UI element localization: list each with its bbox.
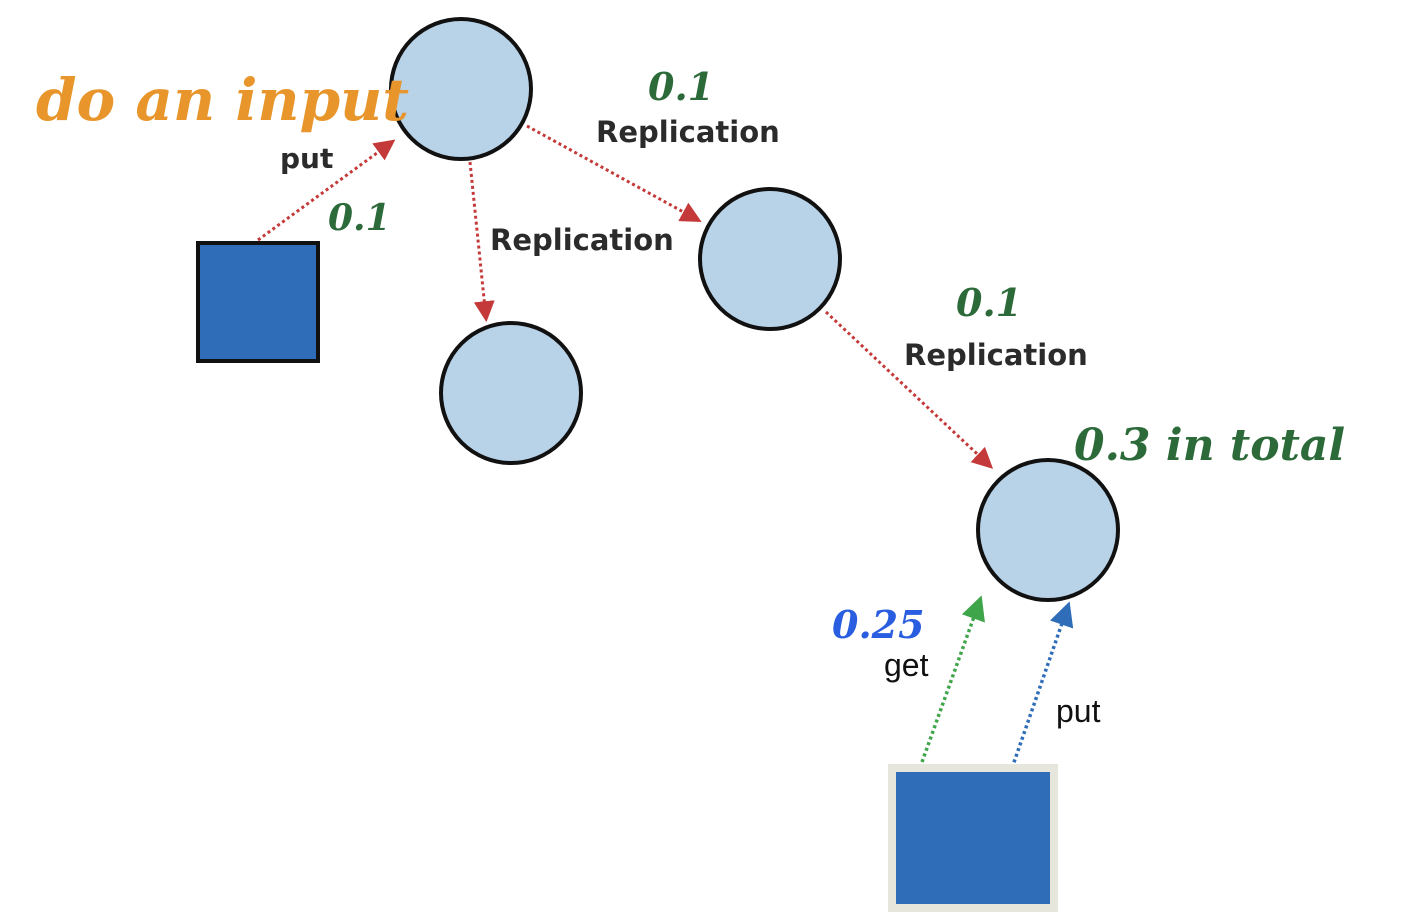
node-replica-b: [698, 187, 842, 331]
get-arrow: [920, 595, 985, 763]
annotation-replication-latency-2: 0.1: [956, 280, 1022, 325]
replication-arrow-final: [824, 310, 994, 469]
put-arrow-bottom: [1010, 601, 1074, 769]
replication-arrow-down: [468, 161, 495, 323]
put-arrow-top: [257, 139, 396, 242]
replication-label-c: Replication: [904, 338, 1088, 372]
annotation-put-latency: 0.1: [328, 197, 391, 239]
put-label-top: put: [280, 142, 333, 175]
replication-label-b: Replication: [490, 223, 674, 257]
replication-label-a: Replication: [596, 115, 780, 149]
node-replica-a: [439, 321, 583, 465]
annotation-total: 0.3 in total: [1074, 420, 1345, 471]
client-bottom: [888, 764, 1058, 912]
annotation-do-an-input: do an input: [36, 66, 409, 134]
node-primary: [389, 17, 533, 161]
annotation-replication-latency-1: 0.1: [648, 64, 714, 109]
put-label-bottom: put: [1056, 693, 1101, 729]
replication-arrow-right: [526, 124, 702, 223]
get-label: get: [884, 647, 929, 683]
client-top: [196, 241, 320, 363]
node-replica-c: [976, 458, 1120, 602]
annotation-get-latency: 0.25: [832, 602, 925, 647]
